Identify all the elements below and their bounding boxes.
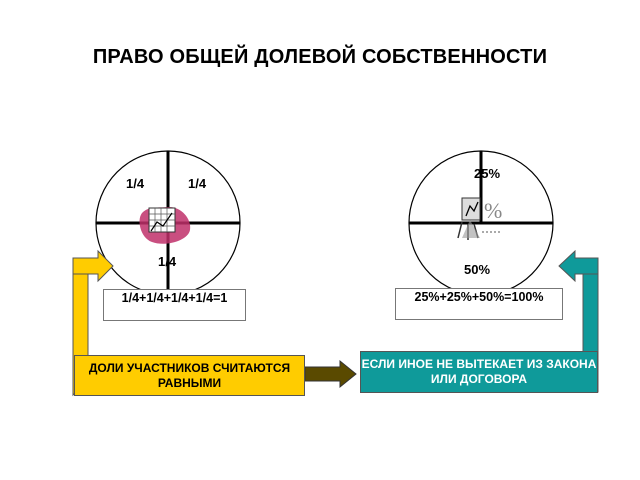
equal-shares-box: ДОЛИ УЧАСТНИКОВ СЧИТАЮТСЯ РАВНЫМИ [74,355,305,396]
left-label-top-right: 1/4 [188,176,207,191]
right-label-bottom: 50% [464,262,491,277]
page-title: ПРАВО ОБЩЕЙ ДОЛЕВОЙ СОБСТВЕННОСТИ [92,46,548,68]
right-formula-box: 25%+25%+50%=100% [395,288,563,320]
unless-otherwise-box: ЕСЛИ ИНОЕ НЕ ВЫТЕКАЕТ ИЗ ЗАКОНА ИЛИ ДОГО… [360,351,598,393]
svg-text:%: % [484,198,502,223]
middle-arrow [304,359,357,389]
right-label-top: 25% [474,166,501,181]
left-label-top-left: 1/4 [126,176,145,191]
left-label-bottom: 1/4 [158,254,177,269]
right-clipart-icon: % [457,197,502,240]
left-clipart-icon [139,206,191,244]
left-formula-box: 1/4+1/4+1/4+1/4=1 [103,289,246,321]
